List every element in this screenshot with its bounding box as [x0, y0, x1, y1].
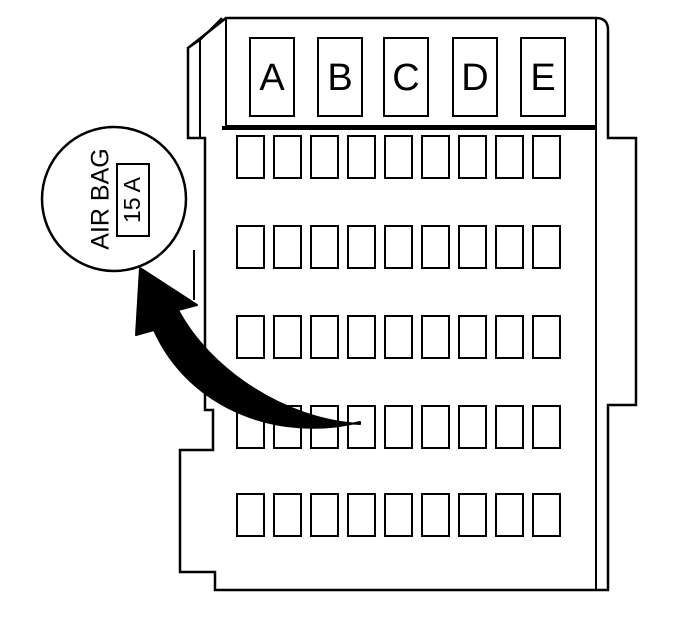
fuse-slot — [421, 405, 450, 449]
fuse-slot — [236, 225, 265, 269]
fuse-rating-box — [116, 163, 150, 237]
fuse-slot — [236, 135, 265, 179]
fuse-slot — [236, 315, 265, 359]
pointer-arrow — [135, 267, 361, 429]
air-bag-label: AIR BAG — [87, 148, 115, 249]
column-box — [520, 37, 566, 117]
fuse-slot — [347, 405, 376, 449]
fuse-slot — [532, 225, 561, 269]
column-label: B — [327, 57, 352, 99]
column-box — [249, 37, 295, 117]
fuse-slot — [347, 315, 376, 359]
fuse-slot — [347, 135, 376, 179]
fuse-rating-label: 15 A — [119, 176, 145, 223]
fuse-slot — [273, 135, 302, 179]
fuse-slot — [495, 405, 524, 449]
fuse-slot — [532, 493, 561, 537]
fuse-slot — [347, 493, 376, 537]
fuse-slot — [310, 315, 339, 359]
fuse-slot — [384, 315, 413, 359]
fuse-slot — [458, 315, 487, 359]
column-box — [383, 37, 429, 117]
fuse-slot — [495, 135, 524, 179]
fuse-slot — [421, 135, 450, 179]
fuse-slot — [495, 493, 524, 537]
fuse-slot — [310, 135, 339, 179]
fuse-slot — [236, 493, 265, 537]
column-box — [452, 37, 498, 117]
fuse-slot — [458, 493, 487, 537]
housing-inner-edge — [199, 17, 223, 41]
housing-inner-edge — [187, 39, 201, 49]
column-box — [317, 37, 363, 117]
fuse-slot-grid — [236, 135, 561, 537]
fuse-slot — [458, 405, 487, 449]
fuse-slot — [458, 225, 487, 269]
air-bag-callout: AIR BAG 15 A — [40, 125, 188, 273]
fuse-slot — [384, 135, 413, 179]
fuse-slot — [458, 135, 487, 179]
fuse-slot — [347, 225, 376, 269]
fuse-slot — [532, 135, 561, 179]
column-label: C — [392, 57, 419, 99]
fuse-slot — [273, 315, 302, 359]
fuse-slot — [384, 225, 413, 269]
fuse-slot — [384, 405, 413, 449]
fuse-slot — [310, 493, 339, 537]
column-label: D — [461, 57, 488, 99]
column-label: E — [530, 57, 555, 99]
fuse-slot — [532, 315, 561, 359]
fuse-slot — [495, 315, 524, 359]
column-label: A — [259, 57, 285, 99]
fuse-slot — [421, 315, 450, 359]
fuse-slot — [273, 225, 302, 269]
fuse-slot — [532, 405, 561, 449]
fuse-slot — [310, 225, 339, 269]
fuse-slot — [384, 493, 413, 537]
fuse-slot — [421, 493, 450, 537]
fuse-slot — [273, 493, 302, 537]
fuse-slot — [421, 225, 450, 269]
fuse-slot — [495, 225, 524, 269]
